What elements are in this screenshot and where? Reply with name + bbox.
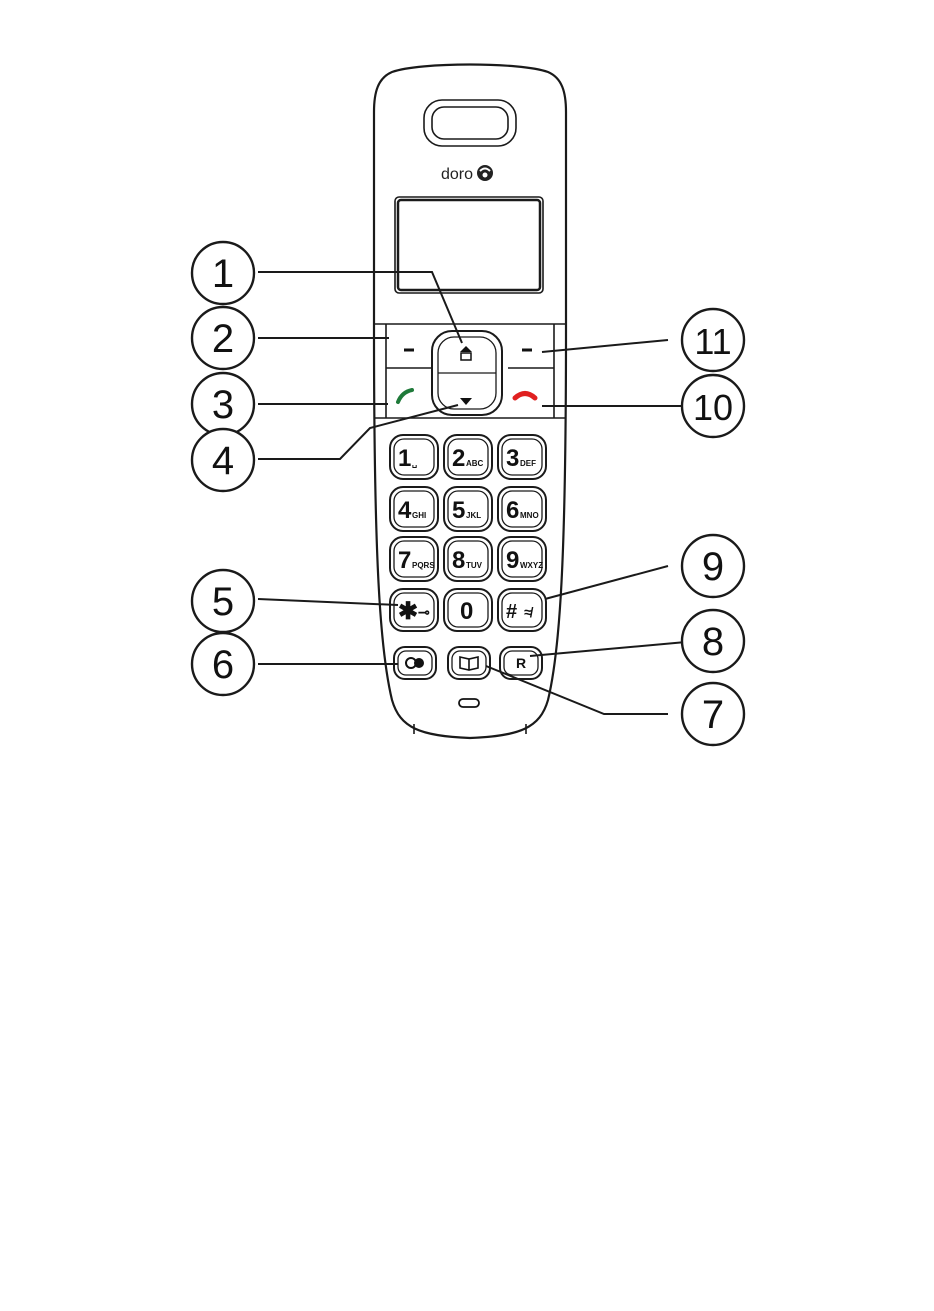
display-screen xyxy=(398,200,540,290)
callout-number: 6 xyxy=(212,643,234,687)
key-hash[interactable]: # ≉ xyxy=(498,589,546,631)
callout-number: 1 xyxy=(212,252,234,296)
key-letters: DEF xyxy=(520,459,536,468)
key-letters: WXYZ xyxy=(520,561,543,570)
callout-number: 9 xyxy=(702,545,724,589)
key-letters: JKL xyxy=(466,511,481,520)
intercom-key[interactable] xyxy=(394,647,436,679)
key-digit: 9 xyxy=(506,547,519,574)
callout-number: 4 xyxy=(212,439,234,483)
key-digit: 1 xyxy=(398,445,411,472)
soft-key-right[interactable] xyxy=(508,328,550,366)
key-letters: MNO xyxy=(520,511,539,520)
phonebook-key[interactable] xyxy=(448,647,490,679)
callout-4: 4 xyxy=(192,429,254,491)
callout-7: 7 xyxy=(682,683,744,745)
handset: doro xyxy=(374,65,566,739)
callout-number: 7 xyxy=(702,693,724,737)
callout-3: 3 xyxy=(192,373,254,435)
svg-text:#: # xyxy=(506,601,517,623)
key-digit: 7 xyxy=(398,547,411,574)
key-1[interactable]: 1␣ xyxy=(390,435,438,479)
callout-number: 10 xyxy=(693,387,733,428)
brand-logo-text: doro xyxy=(441,166,473,183)
key-letters: TUV xyxy=(466,561,483,570)
svg-text:✱: ✱ xyxy=(398,598,418,625)
soft-key-left[interactable] xyxy=(390,328,432,366)
svg-text:R: R xyxy=(516,655,526,671)
key-letters: ␣ xyxy=(412,459,417,468)
leader-5 xyxy=(258,599,398,605)
callout-number: 11 xyxy=(694,321,731,362)
callout-11: 11 xyxy=(682,309,744,371)
callout-number: 8 xyxy=(702,620,724,664)
key-letters: PQRS xyxy=(412,561,435,570)
key-digit: 3 xyxy=(506,445,519,472)
leader-9 xyxy=(545,566,668,599)
callout-number: 3 xyxy=(212,383,234,427)
callout-number: 5 xyxy=(212,580,234,624)
key-letters: GHI xyxy=(412,511,426,520)
key-digit: 5 xyxy=(452,497,465,524)
callout-5: 5 xyxy=(192,570,254,632)
svg-text:0: 0 xyxy=(460,598,473,625)
svg-text:⊸: ⊸ xyxy=(418,604,430,620)
key-digit: 8 xyxy=(452,547,465,574)
callout-10: 10 xyxy=(682,375,744,437)
key-digit: 6 xyxy=(506,497,519,524)
callout-6: 6 xyxy=(192,633,254,695)
key-star[interactable]: ✱ ⊸ xyxy=(390,589,438,631)
callout-number: 2 xyxy=(212,317,234,361)
brand-logo-icon xyxy=(477,165,493,181)
callout-9: 9 xyxy=(682,535,744,597)
key-digit: 2 xyxy=(452,445,465,472)
callout-8: 8 xyxy=(682,610,744,672)
key-letters: ABC xyxy=(466,459,484,468)
key-zero[interactable]: 0 xyxy=(444,589,492,631)
callout-1: 1 xyxy=(192,242,254,304)
key-digit: 4 xyxy=(398,497,412,524)
callout-2: 2 xyxy=(192,307,254,369)
